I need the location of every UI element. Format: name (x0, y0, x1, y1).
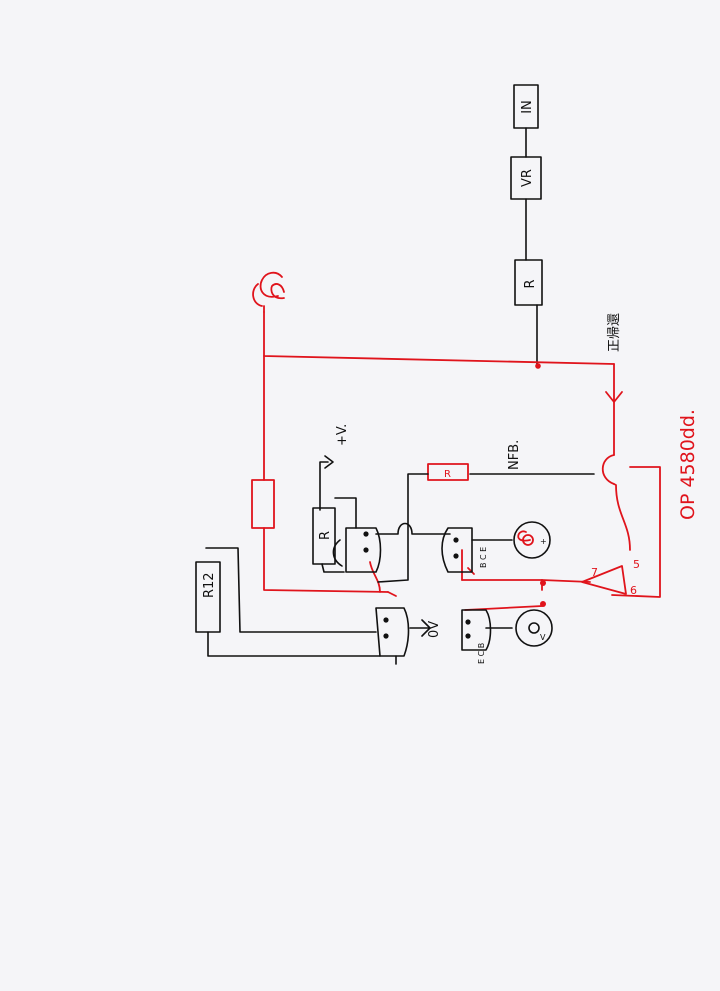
node-dot-1 (540, 580, 546, 586)
ground-transistor: 0V R12 (195, 547, 442, 665)
pin7: 7 (591, 566, 598, 579)
pin5: 5 (633, 558, 640, 571)
nfb-r-label: R (444, 469, 451, 480)
device-circle-lower (515, 609, 553, 647)
headphone-icon (252, 271, 285, 313)
opamp-triangle (581, 565, 627, 595)
r-mid-label: R (318, 531, 333, 540)
ecb-upper: B C E (479, 547, 488, 568)
ecb-lower: E C B (477, 643, 486, 664)
node-dot-2 (540, 601, 546, 607)
r-mid-box (312, 507, 336, 565)
supply-block: +V. R (312, 424, 451, 573)
red-resistor-box (251, 479, 275, 529)
ov-label: 0V (427, 621, 442, 638)
svg-text:V: V (540, 633, 546, 642)
red-wiring: 7 5 6 (251, 311, 661, 611)
transistor-upper-left (345, 527, 382, 573)
r-top-box (514, 259, 543, 306)
in-label: IN (520, 100, 535, 114)
junction-dot (535, 363, 541, 369)
positive-feedback-label: 正帰還 (606, 313, 622, 352)
input-chain: IN VR R (510, 84, 543, 367)
nfb-branch: R NFB. (377, 440, 595, 583)
vplus-label: +V. (335, 424, 350, 446)
vr-label: VR (520, 169, 535, 187)
svg-text:+: + (540, 537, 547, 546)
pin6: 6 (630, 584, 637, 597)
r12-label: R12 (202, 572, 217, 598)
opamp-part-label: OP 4580dd. (677, 409, 699, 520)
nfb-resistor (427, 463, 469, 481)
r-top-label: R (523, 279, 538, 288)
transistor-upper-right: B C E + (441, 521, 551, 573)
transistor-lower-right: E C B V (461, 609, 553, 664)
feedback-arrow (605, 391, 623, 403)
nfb-label: NFB. (507, 440, 522, 470)
device-circle-upper (513, 521, 551, 559)
